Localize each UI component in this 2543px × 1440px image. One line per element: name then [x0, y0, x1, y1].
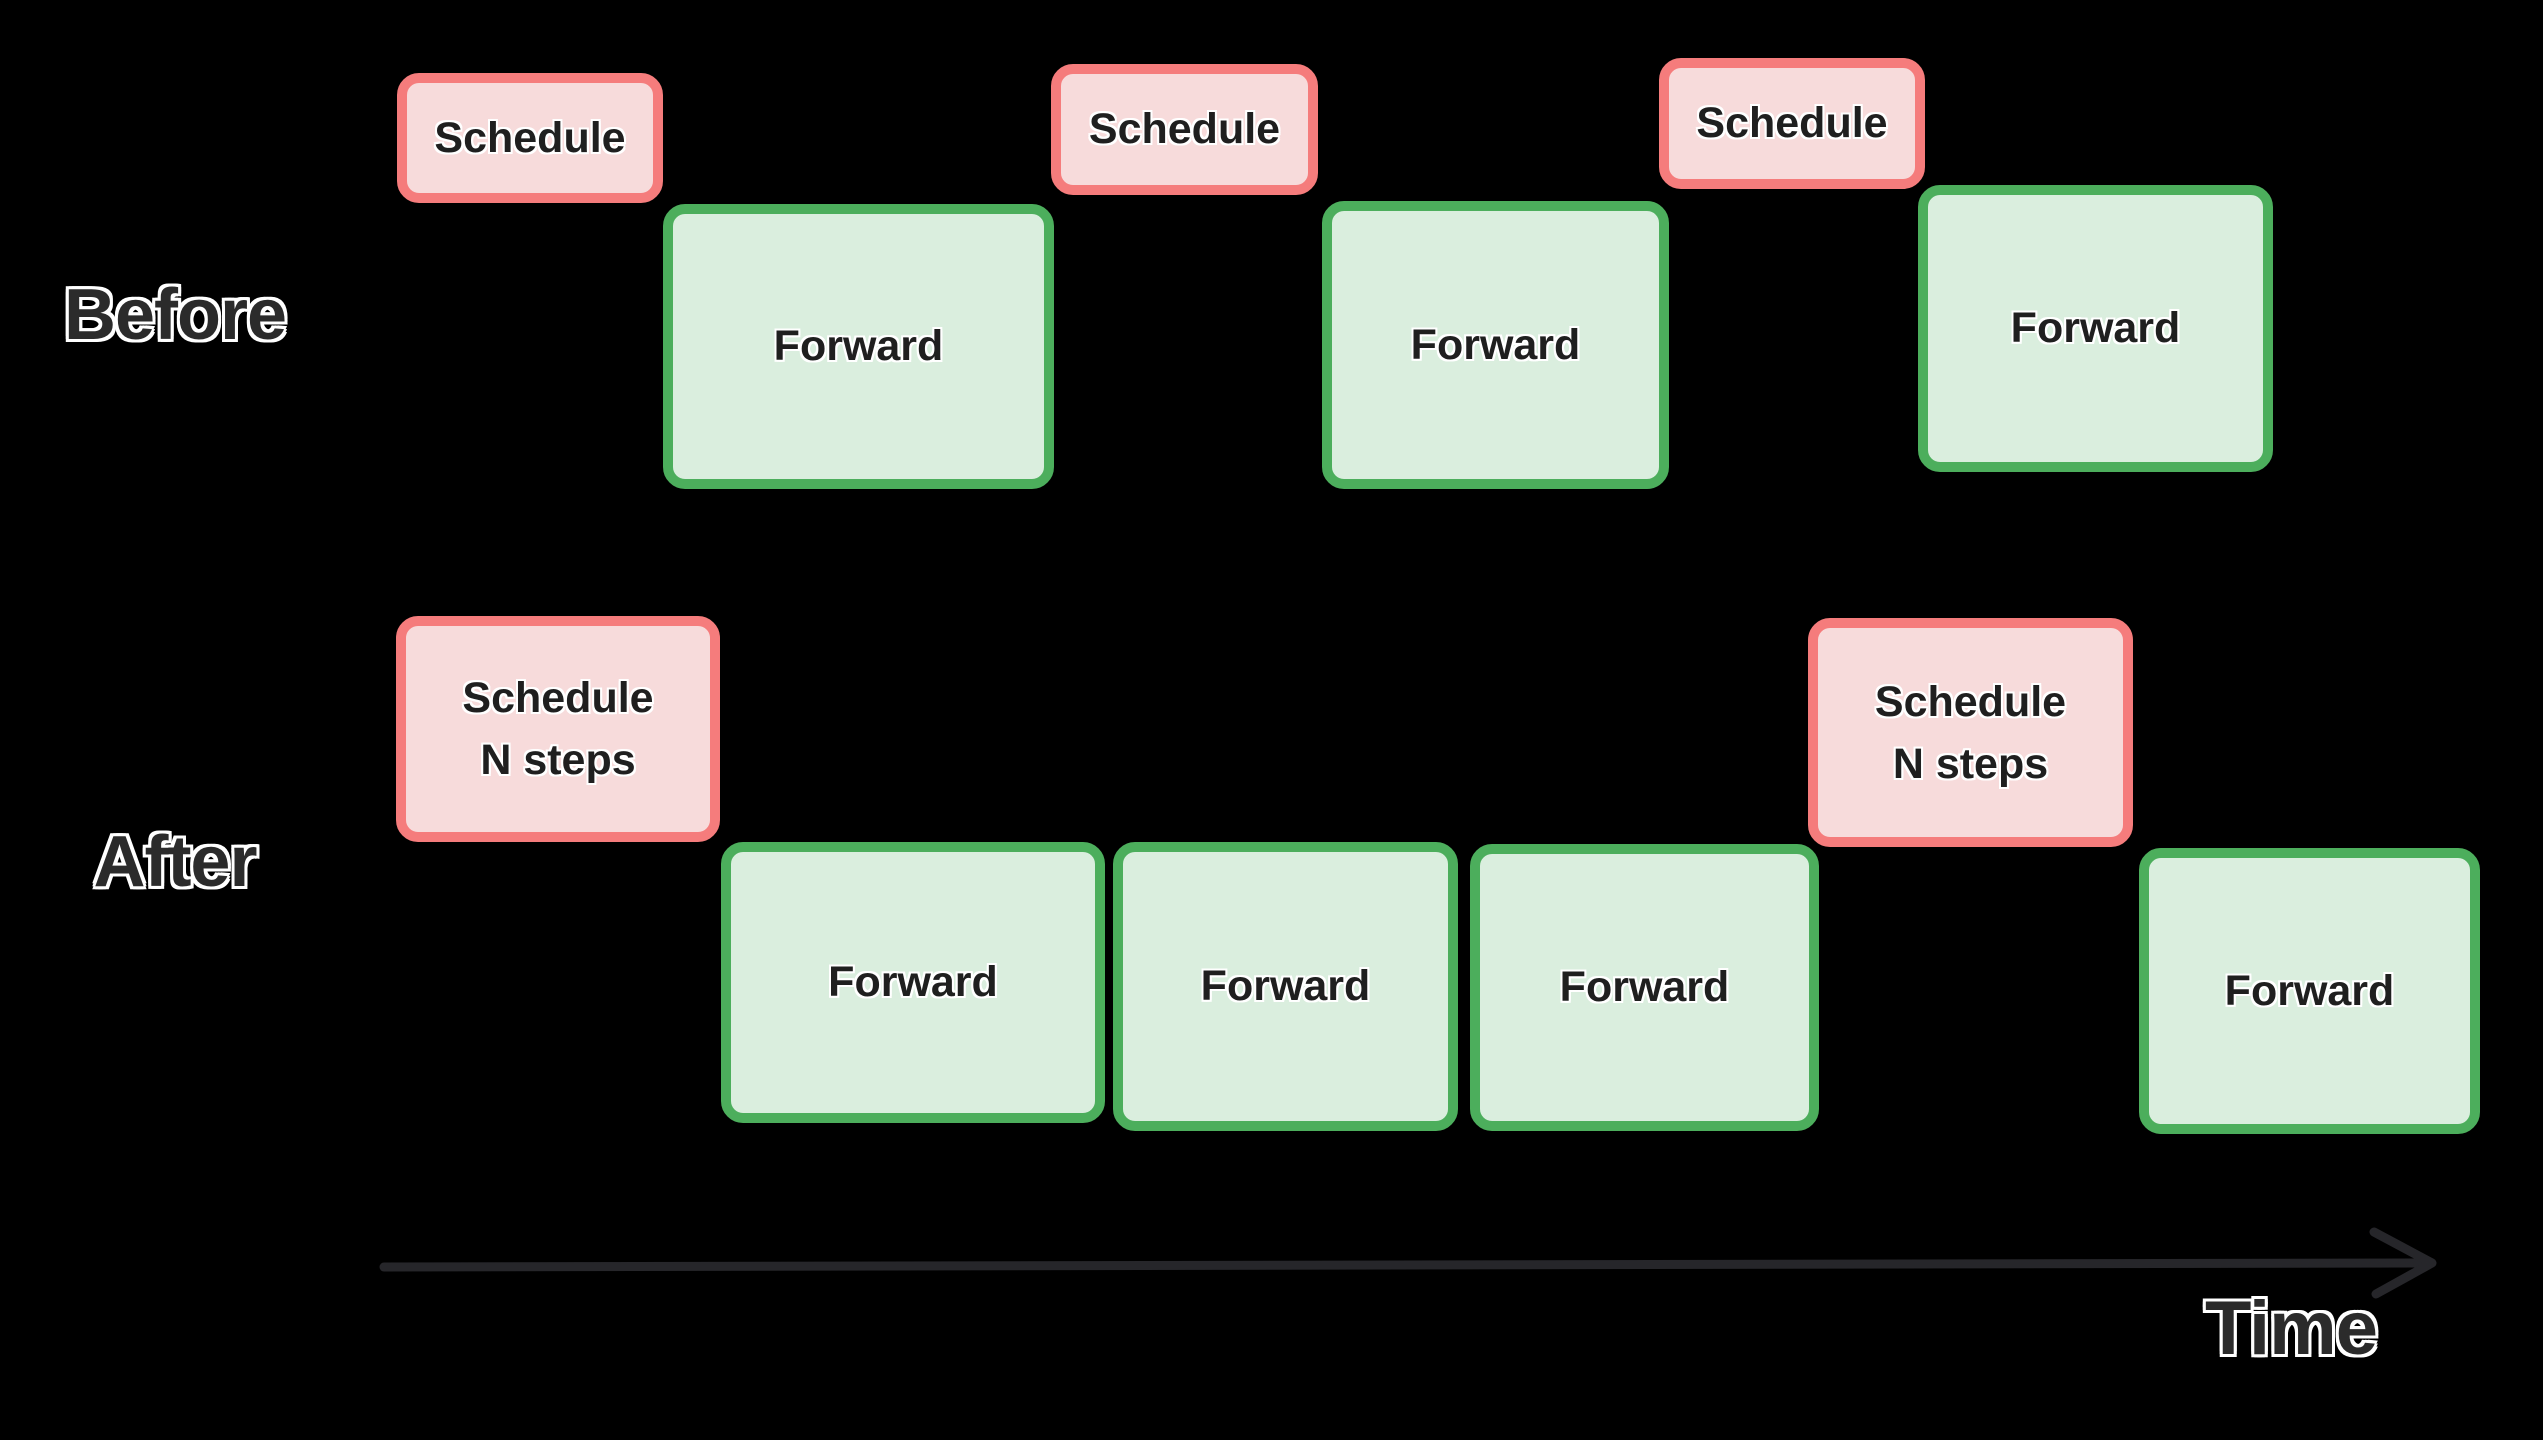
schedule-n-steps-box: Schedule N steps: [1808, 618, 2133, 847]
forward-box: Forward: [721, 842, 1105, 1123]
forward-box: Forward: [2139, 848, 2480, 1134]
schedule-box: Schedule: [1051, 64, 1318, 195]
box-label: Schedule: [434, 113, 626, 162]
box-label: Forward: [2224, 966, 2395, 1015]
box-label: Forward: [828, 958, 998, 1006]
box-label: Schedule N steps: [1875, 671, 2066, 795]
forward-box: Forward: [1918, 185, 2273, 472]
forward-box: Forward: [1322, 201, 1669, 489]
forward-box: Forward: [663, 204, 1054, 489]
box-label: Forward: [1410, 320, 1581, 369]
forward-box: Forward: [1470, 844, 1819, 1131]
schedule-box: Schedule: [1659, 58, 1925, 189]
box-label-line1: Schedule: [462, 674, 654, 722]
box-label-line2: N steps: [480, 736, 636, 784]
row-label-after: After: [93, 822, 257, 902]
box-label: Schedule: [1696, 99, 1888, 147]
forward-box: Forward: [1113, 842, 1458, 1131]
schedule-box: Schedule: [397, 73, 663, 203]
box-label-line1: Schedule: [1874, 677, 2067, 726]
box-label: Forward: [1559, 963, 1730, 1011]
box-label: Schedule N steps: [462, 667, 653, 791]
time-axis-label: Time: [2204, 1286, 2378, 1371]
box-label: Schedule: [1088, 105, 1281, 153]
row-label-before: Before: [63, 275, 287, 355]
box-label: Forward: [773, 322, 944, 370]
box-label-line2: N steps: [1892, 739, 2049, 788]
schedule-n-steps-box: Schedule N steps: [396, 616, 720, 842]
box-label: Forward: [2010, 304, 2181, 352]
box-label: Forward: [1200, 962, 1371, 1010]
